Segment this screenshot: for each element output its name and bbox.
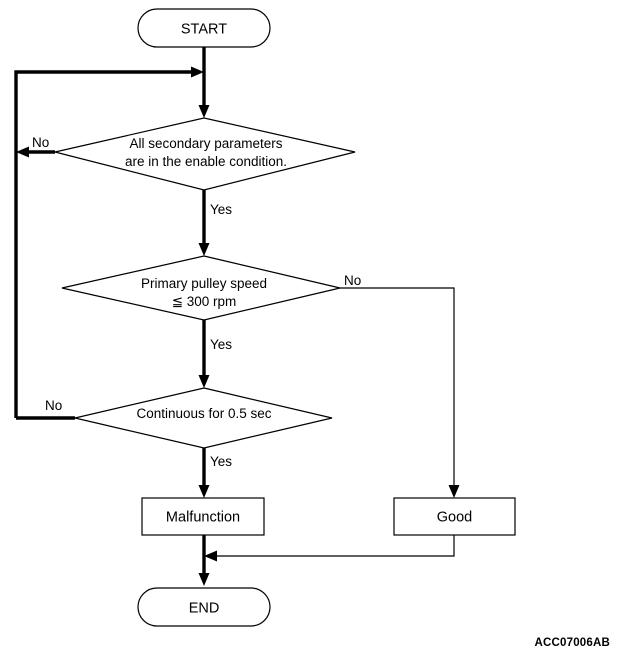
connector-start-to-decision1 [198, 47, 210, 118]
end-shape [137, 587, 271, 627]
branch-label-decision1-no: No [32, 135, 49, 150]
node-start: START [137, 8, 271, 48]
node-good: Good [393, 497, 516, 536]
connector-decision2-no [340, 287, 460, 498]
connector-decision3-yes [198, 448, 210, 498]
connector-decision1-yes [198, 190, 210, 256]
connector-feedback-loop [14, 66, 204, 418]
malfunction-shape [141, 497, 265, 536]
node-malfunction: Malfunction [141, 497, 265, 536]
decision-2-label-line2: ≦ 300 rpm [172, 294, 237, 309]
decision-3-shape [74, 387, 333, 449]
branch-label-decision1-yes: Yes [210, 202, 232, 217]
decision-1-label-line1: All secondary parameters [129, 136, 282, 151]
branch-label-decision3-yes: Yes [210, 454, 232, 469]
connector-decision1-no [16, 146, 55, 158]
good-shape [393, 497, 516, 536]
node-decision-3: Continuous for 0.5 sec [74, 387, 333, 449]
end-label: END [189, 600, 220, 616]
node-decision-1: All secondary parameters are in the enab… [54, 117, 356, 191]
decision-2-shape [61, 255, 341, 321]
connector-decision2-yes [198, 320, 210, 388]
node-end: END [137, 587, 271, 627]
decision-2-label-line1: Primary pulley speed [141, 276, 267, 291]
decision-3-label-line1: Continuous for 0.5 sec [136, 406, 271, 421]
start-shape [137, 8, 271, 48]
malfunction-label: Malfunction [166, 509, 240, 525]
decision-1-label-line2: are in the enable condition. [125, 154, 287, 169]
decision-1-shape [54, 117, 356, 191]
connector-malfunction-to-end [198, 535, 210, 586]
reference-code: ACC07006AB [534, 637, 610, 649]
good-label: Good [437, 509, 472, 525]
connector-good-to-end [204, 535, 455, 562]
branch-label-decision3-no: No [45, 398, 62, 413]
branch-label-decision2-no: No [344, 273, 361, 288]
branch-label-decision2-yes: Yes [210, 337, 232, 352]
start-label: START [181, 21, 227, 37]
node-decision-2: Primary pulley speed ≦ 300 rpm [61, 255, 341, 321]
